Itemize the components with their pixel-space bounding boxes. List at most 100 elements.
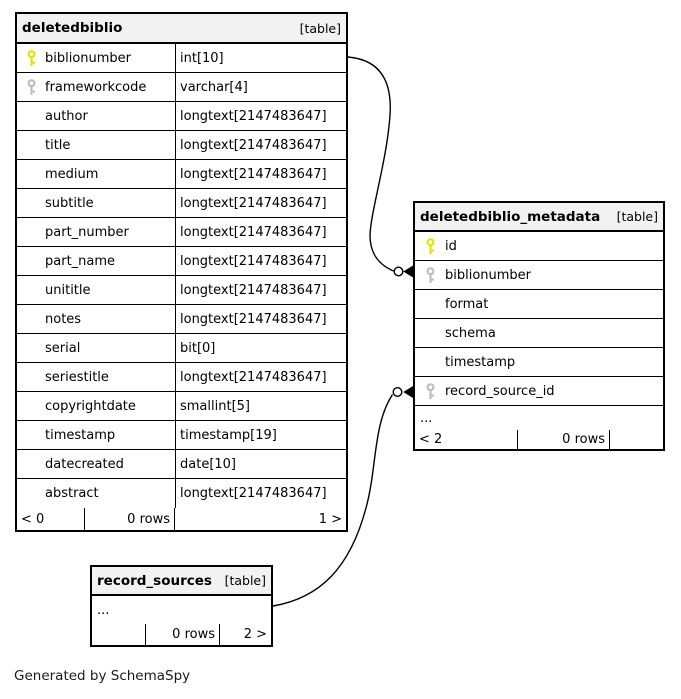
column-row-timestamp[interactable]: timestamp: [415, 348, 663, 377]
hidden-columns-row[interactable]: ...: [415, 406, 663, 430]
column-name: datecreated: [45, 456, 124, 472]
column-type: bit[0]: [175, 334, 346, 362]
primary-key-icon: [415, 232, 445, 260]
column-row-timestamp[interactable]: timestamp timestamp[19]: [17, 421, 346, 450]
column-name: record_source_id: [445, 383, 555, 399]
column-row-part_name[interactable]: part_name longtext[2147483647]: [17, 247, 346, 276]
table-header[interactable]: record_sources [table]: [92, 567, 271, 596]
column-name: biblionumber: [445, 267, 532, 283]
column-name: medium: [45, 166, 99, 182]
column-row-serial[interactable]: serial bit[0]: [17, 334, 346, 363]
column-name: part_name: [45, 253, 116, 269]
edge-arrowhead-icon: [403, 386, 413, 398]
no-key-spacer: [17, 479, 45, 508]
pagination-left: < 0: [17, 508, 85, 530]
pagination-right: [610, 430, 663, 449]
no-key-spacer: [17, 363, 45, 391]
no-key-spacer: [17, 102, 45, 130]
table-title[interactable]: deletedbiblio: [22, 20, 123, 36]
column-type: longtext[2147483647]: [175, 218, 346, 246]
no-key-spacer: [17, 334, 45, 362]
foreign-key-icon: [415, 377, 445, 405]
column-type: timestamp[19]: [175, 421, 346, 449]
no-key-spacer: [415, 290, 445, 318]
table-title[interactable]: record_sources: [97, 572, 212, 589]
column-row-abstract[interactable]: abstract longtext[2147483647]: [17, 479, 346, 508]
table-title[interactable]: deletedbiblio_metadata: [420, 208, 601, 225]
column-row-id[interactable]: id: [415, 232, 663, 261]
foreign-key-icon: [17, 73, 45, 101]
column-type: longtext[2147483647]: [175, 131, 346, 159]
column-rows: id biblionumber format schema timestamp recor…: [415, 232, 663, 430]
table-deletedbiblio-metadata[interactable]: deletedbiblio_metadata [table] id biblion…: [413, 201, 665, 451]
column-row-format[interactable]: format: [415, 290, 663, 319]
column-type: varchar[4]: [175, 73, 346, 101]
column-type: longtext[2147483647]: [175, 479, 346, 508]
pagination-left: < 2: [415, 430, 518, 449]
table-type-badge: [table]: [224, 573, 266, 588]
column-type: longtext[2147483647]: [175, 160, 346, 188]
table-header[interactable]: deletedbiblio_metadata [table]: [415, 203, 663, 232]
column-type: longtext[2147483647]: [175, 247, 346, 275]
column-name: notes: [45, 311, 82, 327]
column-type: longtext[2147483647]: [175, 102, 346, 130]
column-row-medium[interactable]: medium longtext[2147483647]: [17, 160, 346, 189]
no-key-spacer: [17, 392, 45, 420]
column-name: unititle: [45, 282, 91, 298]
column-name: abstract: [45, 486, 99, 501]
column-name: subtitle: [45, 195, 94, 211]
column-row-biblionumber[interactable]: biblionumber: [415, 261, 663, 290]
column-name: seriestitle: [45, 369, 109, 385]
column-name: id: [445, 238, 457, 254]
column-row-title[interactable]: title longtext[2147483647]: [17, 131, 346, 160]
no-key-spacer: [17, 421, 45, 449]
column-row-subtitle[interactable]: subtitle longtext[2147483647]: [17, 189, 346, 218]
hidden-columns-row[interactable]: ...: [92, 596, 271, 624]
table-pagination: < 2 0 rows: [415, 430, 663, 449]
column-row-biblionumber[interactable]: biblionumber int[10]: [17, 44, 346, 73]
column-name: timestamp: [445, 354, 516, 370]
table-record-sources[interactable]: record_sources [table] ... 0 rows 2 >: [90, 565, 273, 647]
primary-key-icon: [17, 44, 45, 72]
column-rows: ...: [92, 596, 271, 624]
column-name: frameworkcode: [45, 79, 147, 95]
column-row-unititle[interactable]: unititle longtext[2147483647]: [17, 276, 346, 305]
no-key-spacer: [17, 131, 45, 159]
pagination-left: [92, 624, 146, 645]
column-type: int[10]: [175, 44, 346, 72]
generated-by-caption: Generated by SchemaSpy: [14, 668, 191, 684]
no-key-spacer: [415, 319, 445, 347]
pagination-right: 1 >: [318, 511, 342, 527]
row-count: 0 rows: [146, 624, 220, 645]
column-row-schema[interactable]: schema: [415, 319, 663, 348]
column-type: longtext[2147483647]: [175, 276, 346, 304]
column-row-frameworkcode[interactable]: frameworkcode varchar[4]: [17, 73, 346, 102]
no-key-spacer: [17, 305, 45, 333]
column-type: longtext[2147483647]: [175, 189, 346, 217]
row-count: 0 rows: [85, 508, 175, 530]
column-name: serial: [45, 340, 81, 356]
column-name: title: [45, 137, 71, 153]
no-key-spacer: [415, 348, 445, 376]
table-type-badge: [table]: [616, 209, 658, 224]
column-name: schema: [445, 325, 496, 341]
table-header[interactable]: deletedbiblio [table]: [17, 14, 346, 44]
pagination-right: 2 >: [243, 627, 267, 642]
column-row-record_source_id[interactable]: record_source_id: [415, 377, 663, 406]
column-name: format: [445, 296, 489, 312]
column-name: timestamp: [45, 427, 116, 443]
column-name: biblionumber: [45, 50, 132, 66]
row-count: 0 rows: [518, 430, 610, 449]
table-type-badge: [table]: [299, 20, 341, 36]
no-key-spacer: [17, 189, 45, 217]
no-key-spacer: [17, 450, 45, 478]
table-deletedbiblio[interactable]: deletedbiblio [table] biblionumber int[10…: [15, 12, 348, 532]
foreign-key-icon: [415, 261, 445, 289]
